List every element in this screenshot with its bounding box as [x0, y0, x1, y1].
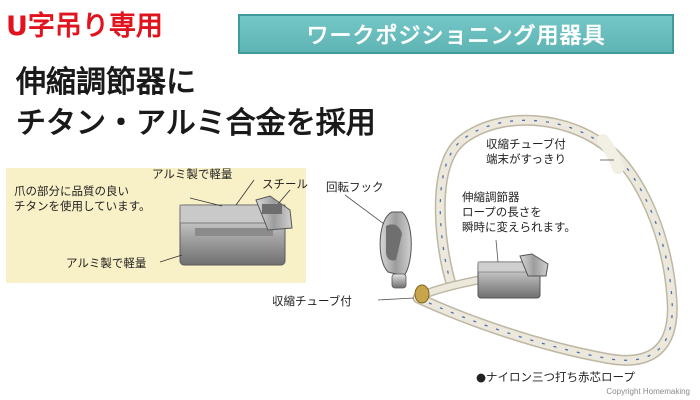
aluminum-bottom-label: アルミ製で軽量 — [66, 256, 147, 270]
aluminum-top-label: アルミ製で軽量 — [152, 167, 233, 181]
tube-end-label: 収縮チューブ付 端末がすっきり — [486, 137, 566, 167]
inset-leader-lines — [159, 179, 291, 263]
adjuster-closeup-image — [179, 195, 293, 266]
claw-note-line-2: チタンを使用しています。 — [14, 199, 151, 213]
copyright: Copyright Homemaking — [606, 387, 690, 396]
tube-end-line-2: 端末がすっきり — [486, 152, 567, 166]
tube-hook-label: 収縮チューブ付 — [272, 294, 352, 308]
category-banner: ワークポジショニング用器具 — [238, 14, 674, 54]
usage-badge: U字吊り専用 — [6, 11, 163, 42]
steel-label: スチール — [262, 177, 308, 191]
adjuster-image — [477, 253, 549, 299]
swivel-hook-label: 回転フック — [326, 180, 384, 194]
leader-lines — [344, 159, 614, 301]
adjuster-line-1: 伸縮調節器 — [462, 190, 520, 204]
tube-end-line-1: 収縮チューブ付 — [486, 137, 566, 151]
swivel-hook-image — [379, 211, 430, 304]
category-banner-label: ワークポジショニング用器具 — [306, 24, 606, 49]
rope-image — [412, 114, 678, 366]
adjuster-line-2: ロープの長さを — [462, 205, 542, 219]
claw-note: 爪の部分に品質の良い チタンを使用しています。 — [14, 184, 151, 214]
adjuster-line-3: 瞬時に変えられます。 — [462, 220, 576, 234]
claw-note-line-1: 爪の部分に品質の良い — [14, 184, 129, 198]
headline: 伸縮調節器に チタン・アルミ合金を採用 — [16, 62, 376, 144]
rope-label: ●ナイロン三つ打ち赤芯ロープ — [476, 370, 635, 384]
adjuster-label: 伸縮調節器 ロープの長さを 瞬時に変えられます。 — [462, 190, 576, 235]
headline-line-1: 伸縮調節器に — [16, 65, 196, 100]
headline-line-2: チタン・アルミ合金を採用 — [16, 106, 376, 141]
